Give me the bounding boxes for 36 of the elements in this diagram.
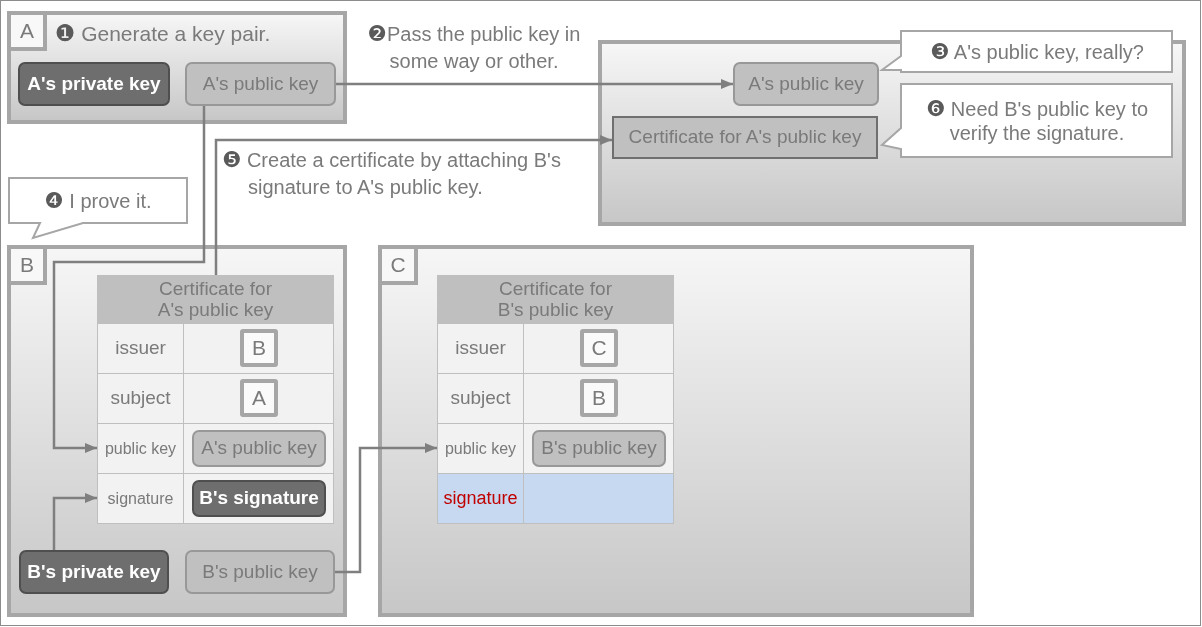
table-title: Certificate for B's public key: [496, 276, 615, 322]
speech-bubble: ❸ A's public key, really?: [880, 30, 1173, 73]
panel: [598, 40, 1186, 226]
public-key-box: A's public key: [733, 62, 879, 106]
party-letter-box: B: [580, 379, 618, 417]
party-letter-box: A: [240, 379, 278, 417]
certificate-table: [97, 275, 334, 524]
private-key-box: B's private key: [19, 550, 169, 594]
field-name-cell: signature: [437, 473, 524, 524]
public-key-box: B's public key: [185, 550, 335, 594]
public-key-box: A's public key: [185, 62, 336, 106]
speech-bubble: ❹ I prove it.: [8, 177, 188, 239]
certificate-box: Certificate for A's public key: [612, 116, 878, 159]
party-letter-box: C: [580, 329, 618, 367]
panel-tab: B: [11, 249, 47, 285]
panel: [7, 11, 347, 124]
edge-label: ❷Pass the public key in some way or other.: [366, 20, 582, 75]
certificate-table: [437, 275, 674, 524]
panel: [378, 245, 974, 617]
panel-tab: A: [11, 15, 47, 51]
arrow: [336, 79, 733, 89]
step-heading: ❶ Generate a key pair.: [55, 20, 271, 46]
private-key-box: A's private key: [18, 62, 170, 106]
party-letter-box: B: [240, 329, 278, 367]
signature-box: B's signature: [192, 480, 326, 517]
arrow: [52, 106, 206, 453]
panel-tab: C: [382, 249, 418, 285]
edge-label: ❺ Create a certificate by attaching B's signature to A's public key.: [222, 146, 562, 201]
arrow: [214, 135, 612, 275]
arrow: [52, 493, 97, 550]
arrow: [335, 443, 437, 574]
public-key-box: B's public key: [532, 430, 666, 467]
speech-bubble: ❻ Need B's public key to verify the signature.: [880, 83, 1173, 158]
table-title: Certificate for A's public key: [156, 276, 275, 322]
public-key-box: A's public key: [192, 430, 326, 467]
panel: [7, 245, 347, 617]
